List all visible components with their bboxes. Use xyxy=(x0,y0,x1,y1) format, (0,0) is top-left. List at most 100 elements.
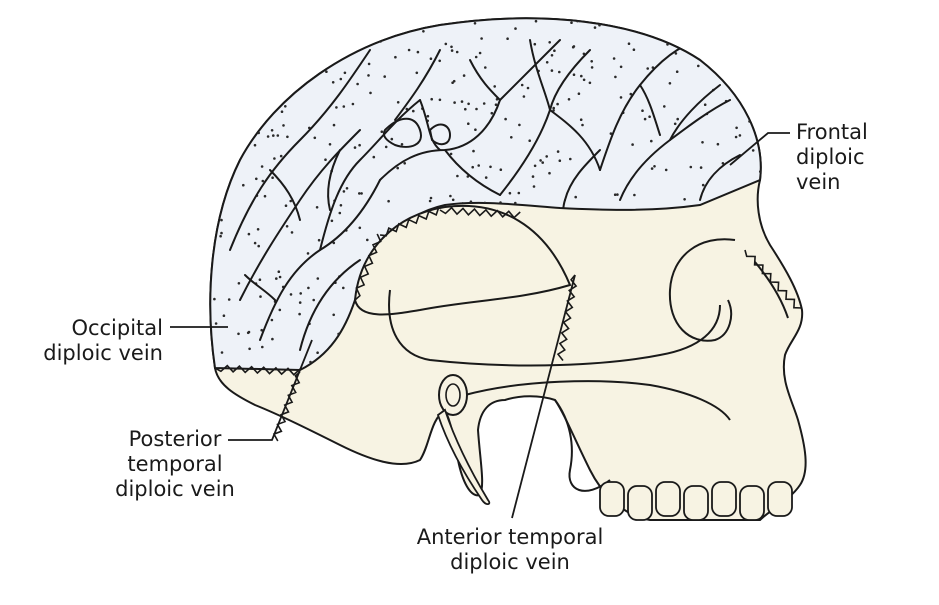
stipple-dot xyxy=(556,102,559,106)
stipple-dot xyxy=(240,63,244,66)
stipple-dot xyxy=(332,123,336,127)
stipple-dot xyxy=(455,50,459,54)
stipple-dot xyxy=(553,49,556,52)
stipple-dot xyxy=(738,85,742,89)
teeth xyxy=(599,481,793,521)
stipple-dot xyxy=(738,134,742,137)
stipple-dot xyxy=(579,118,583,121)
label-posterior-temporal-diploic-vein: Posterior temporal diploic vein xyxy=(105,427,245,502)
stipple-dot xyxy=(612,57,616,60)
orbit xyxy=(668,238,736,342)
diploic-vein-network xyxy=(229,39,741,351)
stipple-dot xyxy=(307,286,310,290)
label-frontal-diploic-vein: Frontal diploic vein xyxy=(796,120,868,195)
stipple-dot xyxy=(593,26,597,29)
label-line: diploic vein xyxy=(115,477,235,501)
stipple-dot xyxy=(335,106,338,109)
tooth xyxy=(655,481,681,517)
stipple-dot xyxy=(232,143,235,147)
stipple-dot xyxy=(629,92,633,96)
label-line: vein xyxy=(796,170,841,194)
stipple-dot xyxy=(254,177,258,181)
stipple-dot xyxy=(742,55,746,59)
stipple-dot xyxy=(598,23,601,27)
vein-branch xyxy=(394,49,441,121)
stipple-dot xyxy=(528,139,531,142)
stipple-dot xyxy=(262,41,266,44)
stipple-dot xyxy=(266,135,270,138)
stipple-dot xyxy=(683,198,686,201)
stipple-dot xyxy=(222,314,226,318)
stipple-dot xyxy=(343,71,347,75)
stipple-dot xyxy=(650,139,653,143)
stipple-dot xyxy=(316,351,319,355)
stipple-dot xyxy=(666,43,669,46)
stipple-dot xyxy=(249,69,253,73)
vein-branch xyxy=(382,117,422,148)
stipple-dot xyxy=(577,92,581,95)
stipple-dot xyxy=(271,337,274,341)
stipple-dot xyxy=(504,117,507,121)
stipple-dot xyxy=(450,45,453,49)
stipple-dot xyxy=(214,322,218,325)
stipple-dot xyxy=(689,165,693,169)
stipple-dot xyxy=(751,149,755,152)
stipple-dot xyxy=(453,101,456,104)
stipple-dot xyxy=(735,19,739,23)
stipple-dot xyxy=(388,28,392,32)
stipple-dot xyxy=(415,71,419,75)
stipple-dot xyxy=(237,282,241,285)
stipple-dot xyxy=(220,218,223,222)
stipple-dot xyxy=(328,143,332,146)
stipple-dot xyxy=(430,97,434,101)
stipple-dot xyxy=(648,115,651,118)
stipple-dot xyxy=(278,275,282,279)
stipple-dot xyxy=(609,132,613,135)
stipple-dot xyxy=(588,81,592,85)
stipple-dot xyxy=(518,123,521,127)
stipple-dot xyxy=(464,107,467,111)
stipple-dot xyxy=(700,35,703,38)
stipple-dot xyxy=(246,57,249,61)
vein-branch xyxy=(469,59,501,101)
stipple-dot xyxy=(407,48,411,52)
stipple-dot xyxy=(749,81,753,85)
stipple-dot xyxy=(477,164,481,167)
stipple-dot xyxy=(429,196,433,200)
stipple-dot xyxy=(707,55,711,59)
label-line: Frontal xyxy=(796,120,868,144)
stipple-dot xyxy=(232,149,236,153)
stipple-dot xyxy=(489,165,492,169)
stipple-dot xyxy=(289,293,293,296)
vein-branch xyxy=(428,123,452,146)
stipple-dot xyxy=(253,127,256,130)
stipple-dot xyxy=(539,159,542,162)
stipple-dot xyxy=(508,191,512,195)
stipple-dot xyxy=(279,98,283,101)
stipple-dot xyxy=(204,179,207,182)
stipple-dot xyxy=(297,19,300,23)
stipple-dot xyxy=(490,111,494,115)
stipple-dot xyxy=(520,83,524,87)
stipple-dot xyxy=(582,78,586,82)
stipple-dot xyxy=(499,168,503,171)
stipple-dot xyxy=(474,55,478,59)
stipple-dot xyxy=(663,105,666,108)
stipple-dot xyxy=(633,193,636,197)
leader-posterior-temporal xyxy=(228,339,313,441)
stipple-dot xyxy=(570,21,573,25)
stipple-dot xyxy=(552,106,555,110)
stipple-dot xyxy=(345,187,349,190)
vein-branch xyxy=(639,84,661,136)
stipple-dot xyxy=(330,219,334,223)
label-line: Anterior temporal xyxy=(416,525,604,549)
label-line: Posterior xyxy=(128,427,222,451)
meatus-inner xyxy=(445,383,461,407)
stipple-dot xyxy=(204,192,207,195)
stipple-dot xyxy=(569,157,572,161)
stipple-dot xyxy=(356,82,359,86)
stipple-dot xyxy=(473,22,477,25)
stipple-dot xyxy=(286,135,289,139)
tooth xyxy=(739,485,765,521)
stipple-dot xyxy=(342,105,346,108)
